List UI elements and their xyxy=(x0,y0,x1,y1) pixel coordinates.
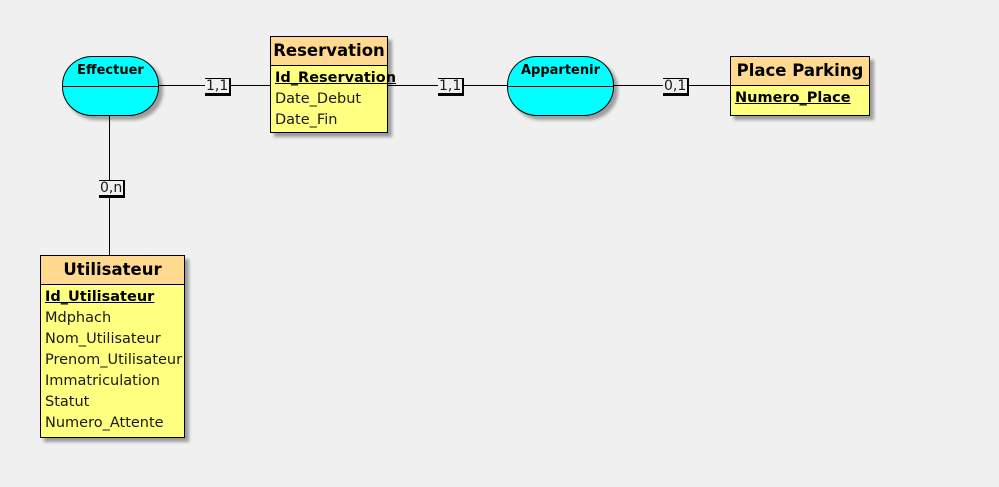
relation-effectuer-divider xyxy=(63,86,158,87)
entity-utilisateur-attribute: Statut xyxy=(45,394,90,410)
cardinality-reservation-appartenir: 1,1 xyxy=(438,78,465,96)
entity-utilisateur[interactable]: Utilisateur Id_Utilisateur Mdphach Nom_U… xyxy=(40,255,185,438)
entity-utilisateur-attribute: Mdphach xyxy=(45,310,112,326)
entity-place-parking[interactable]: Place Parking Numero_Place xyxy=(730,56,870,116)
entity-reservation-title: Reservation xyxy=(271,37,387,66)
cardinality-effectuer-reservation: 1,1 xyxy=(205,78,232,96)
entity-utilisateur-attribute: Immatriculation xyxy=(45,373,160,389)
entity-place-parking-attributes: Numero_Place xyxy=(731,86,869,109)
relation-appartenir-title: Appartenir xyxy=(520,63,600,78)
entity-utilisateur-attribute: Prenom_Utilisateur xyxy=(45,352,183,368)
cardinality-appartenir-place-parking: 0,1 xyxy=(663,78,690,96)
entity-reservation[interactable]: Reservation Id_Reservation Date_Debut Da… xyxy=(270,36,397,133)
entity-utilisateur-attribute: Nom_Utilisateur xyxy=(45,331,161,347)
entity-reservation-attribute: Date_Fin xyxy=(275,112,338,128)
cardinality-effectuer-utilisateur: 0,n xyxy=(99,180,126,198)
entity-reservation-attribute: Date_Debut xyxy=(275,91,362,107)
relation-appartenir-divider xyxy=(508,86,613,87)
entity-reservation-identifier: Id_Reservation xyxy=(275,70,397,86)
entity-utilisateur-attribute: Numero_Attente xyxy=(45,415,164,431)
entity-reservation-attributes: Id_Reservation Date_Debut Date_Fin xyxy=(271,66,397,131)
entity-place-parking-identifier: Numero_Place xyxy=(735,90,851,106)
entity-utilisateur-title: Utilisateur xyxy=(41,256,184,285)
entity-utilisateur-attributes: Id_Utilisateur Mdphach Nom_Utilisateur P… xyxy=(41,285,184,434)
relation-appartenir[interactable]: Appartenir xyxy=(507,56,614,116)
entity-utilisateur-identifier: Id_Utilisateur xyxy=(45,289,155,305)
relation-effectuer[interactable]: Effectuer xyxy=(62,56,159,116)
relation-effectuer-title: Effectuer xyxy=(77,63,144,78)
entity-place-parking-title: Place Parking xyxy=(731,57,869,86)
